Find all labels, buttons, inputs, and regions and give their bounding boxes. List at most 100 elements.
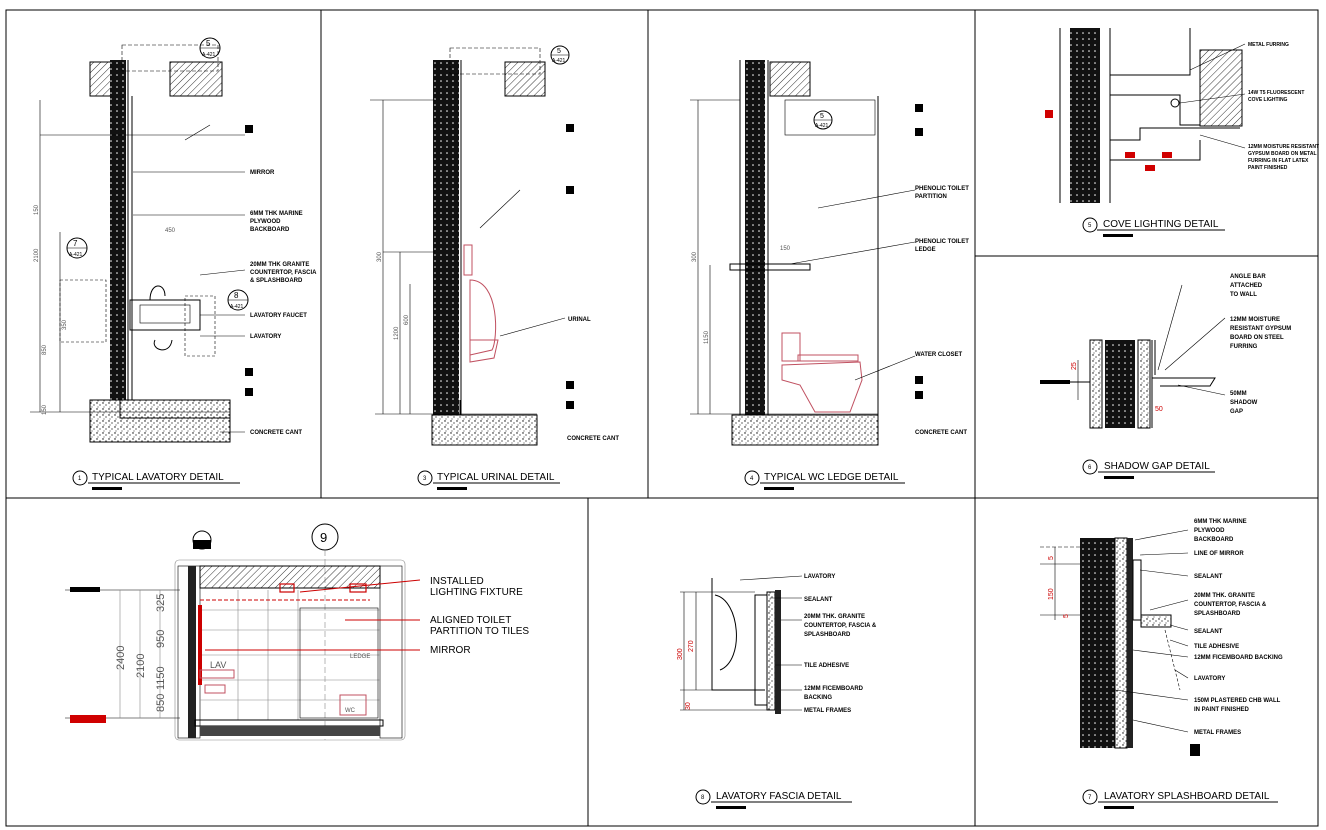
svg-text:SPLASHBOARD: SPLASHBOARD bbox=[1194, 611, 1241, 617]
svg-text:MIRROR: MIRROR bbox=[430, 645, 471, 656]
svg-text:350: 350 bbox=[62, 319, 68, 330]
svg-text:INSTALLED: INSTALLED bbox=[430, 576, 484, 587]
svg-text:2100: 2100 bbox=[34, 248, 40, 262]
svg-text:20MM THK. GRANITE: 20MM THK. GRANITE bbox=[1194, 593, 1255, 599]
detail-title-7: LAVATORY SPLASHBOARD DETAIL bbox=[1104, 791, 1270, 802]
svg-text:150: 150 bbox=[780, 246, 791, 252]
svg-text:12MM FICEMBOARD: 12MM FICEMBOARD bbox=[804, 686, 864, 692]
svg-text:LINE OF MIRROR: LINE OF MIRROR bbox=[1194, 551, 1244, 557]
svg-text:METAL FRAMES: METAL FRAMES bbox=[1194, 730, 1241, 736]
svg-text:50MM: 50MM bbox=[1230, 391, 1247, 397]
svg-text:LAVATORY: LAVATORY bbox=[1194, 676, 1225, 682]
detail-bubble-4 bbox=[744, 470, 760, 486]
svg-text:A-421: A-421 bbox=[815, 123, 829, 129]
svg-text:25: 25 bbox=[1071, 362, 1078, 370]
svg-text:WC: WC bbox=[345, 708, 356, 714]
detail-title-1: TYPICAL LAVATORY DETAIL bbox=[92, 472, 224, 483]
svg-text:& SPLASHBOARD: & SPLASHBOARD bbox=[250, 278, 303, 284]
svg-text:300: 300 bbox=[692, 251, 698, 262]
svg-text:5: 5 bbox=[557, 48, 561, 55]
svg-text:PAINT FINISHED: PAINT FINISHED bbox=[1248, 165, 1288, 171]
svg-text:150: 150 bbox=[34, 204, 40, 215]
svg-text:150: 150 bbox=[42, 404, 48, 415]
svg-text:850: 850 bbox=[42, 344, 48, 355]
svg-text:2100: 2100 bbox=[135, 654, 147, 678]
lavatory-splashboard-detail: 6MM THK MARINE PLYWOOD BACKBOARD LINE OF… bbox=[1040, 519, 1283, 809]
svg-text:ANGLE BAR: ANGLE BAR bbox=[1230, 274, 1266, 280]
svg-text:COVE LIGHTING: COVE LIGHTING bbox=[1248, 97, 1288, 103]
svg-text:PLYWOOD: PLYWOOD bbox=[1194, 528, 1225, 534]
detail-bubble-6 bbox=[1082, 459, 1098, 475]
svg-text:CONCRETE CANT: CONCRETE CANT bbox=[250, 430, 302, 436]
svg-text:150: 150 bbox=[1048, 588, 1055, 600]
svg-text:270: 270 bbox=[688, 640, 695, 652]
svg-text:PARTITION TO TILES: PARTITION TO TILES bbox=[430, 626, 529, 637]
svg-text:PHENOLIC TOILET: PHENOLIC TOILET bbox=[915, 239, 969, 245]
detail-bubble-1 bbox=[72, 470, 88, 486]
lavatory-fascia-detail: LAVATORY SEALANT 20MM THK. GRANITE COUNT… bbox=[677, 574, 877, 809]
svg-text:SHADOW: SHADOW bbox=[1230, 400, 1258, 406]
svg-text:12MM MOISTURE RESISTANT: 12MM MOISTURE RESISTANT bbox=[1248, 144, 1319, 150]
svg-text:SEALANT: SEALANT bbox=[1194, 629, 1223, 635]
svg-text:6MM THK MARINE: 6MM THK MARINE bbox=[250, 211, 303, 217]
wall-tiles bbox=[200, 590, 380, 720]
shadow-gap-detail: ANGLE BAR ATTACHED TO WALL 12MM MOISTURE… bbox=[1040, 274, 1291, 479]
svg-text:TILE ADHESIVE: TILE ADHESIVE bbox=[804, 663, 849, 669]
detail-title-6: SHADOW GAP DETAIL bbox=[1104, 461, 1210, 472]
svg-text:5: 5 bbox=[1063, 614, 1070, 618]
svg-text:CONCRETE CANT: CONCRETE CANT bbox=[567, 436, 619, 442]
wc-ledge-detail: 5 A-421 PHENOLIC TOILET PARTITION PHENOL… bbox=[690, 60, 969, 490]
svg-text:BACKBOARD: BACKBOARD bbox=[1194, 537, 1234, 543]
svg-text:5: 5 bbox=[206, 39, 211, 48]
svg-text:A-421: A-421 bbox=[202, 52, 216, 58]
svg-text:METAL FRAMES: METAL FRAMES bbox=[804, 708, 851, 714]
svg-text:CONCRETE CANT: CONCRETE CANT bbox=[915, 430, 967, 436]
svg-text:COUNTERTOP, FASCIA: COUNTERTOP, FASCIA bbox=[250, 270, 317, 276]
svg-text:SPLASHBOARD: SPLASHBOARD bbox=[804, 632, 851, 638]
svg-text:5: 5 bbox=[1088, 223, 1092, 229]
svg-text:SEALANT: SEALANT bbox=[1194, 574, 1223, 580]
svg-text:ALIGNED TOILET: ALIGNED TOILET bbox=[430, 615, 511, 626]
svg-text:6: 6 bbox=[1088, 465, 1092, 471]
svg-text:METAL FURRING: METAL FURRING bbox=[1248, 42, 1289, 48]
svg-text:A-421: A-421 bbox=[552, 58, 566, 64]
svg-text:GYPSUM BOARD ON METAL: GYPSUM BOARD ON METAL bbox=[1248, 151, 1317, 157]
svg-text:URINAL: URINAL bbox=[568, 317, 591, 323]
detail-bubble-8 bbox=[695, 789, 711, 805]
detail-title-4: TYPICAL WC LEDGE DETAIL bbox=[764, 472, 899, 483]
svg-text:PLYWOOD: PLYWOOD bbox=[250, 219, 281, 225]
water-closet-fixture bbox=[781, 332, 863, 413]
svg-text:450: 450 bbox=[165, 228, 176, 234]
svg-text:300: 300 bbox=[377, 251, 383, 262]
svg-text:SEALANT: SEALANT bbox=[804, 597, 833, 603]
urinal-detail: 5 A-421 URINAL CONCRETE CANT 300 600 120… bbox=[370, 45, 619, 490]
svg-text:12MM MOISTURE: 12MM MOISTURE bbox=[1230, 317, 1280, 323]
svg-text:LEDGE: LEDGE bbox=[915, 247, 936, 253]
svg-text:300: 300 bbox=[677, 648, 684, 660]
svg-text:5: 5 bbox=[1048, 556, 1055, 560]
svg-text:A-421: A-421 bbox=[230, 304, 244, 310]
svg-text:2400: 2400 bbox=[115, 646, 127, 670]
svg-text:7: 7 bbox=[1088, 795, 1092, 801]
svg-text:3: 3 bbox=[423, 476, 427, 482]
svg-text:FURRING IN FLAT LATEX: FURRING IN FLAT LATEX bbox=[1248, 158, 1309, 164]
svg-text:20MM THK. GRANITE: 20MM THK. GRANITE bbox=[804, 614, 865, 620]
svg-text:IN PAINT FINISHED: IN PAINT FINISHED bbox=[1194, 707, 1250, 713]
svg-text:LEDGE: LEDGE bbox=[350, 654, 370, 660]
svg-text:MIRROR: MIRROR bbox=[250, 170, 275, 176]
svg-text:RESISTANT GYPSUM: RESISTANT GYPSUM bbox=[1230, 326, 1291, 332]
detail-bubble-7 bbox=[1082, 789, 1098, 805]
svg-text:PHENOLIC TOILET: PHENOLIC TOILET bbox=[915, 186, 969, 192]
urinal-fixture bbox=[463, 244, 499, 363]
svg-text:8: 8 bbox=[234, 291, 239, 300]
panel-frames bbox=[5, 9, 1319, 827]
svg-text:PARTITION: PARTITION bbox=[915, 194, 947, 200]
svg-text:14W T5 FLUORESCENT: 14W T5 FLUORESCENT bbox=[1248, 90, 1304, 96]
svg-text:BACKBOARD: BACKBOARD bbox=[250, 227, 290, 233]
svg-text:LAVATORY: LAVATORY bbox=[804, 574, 835, 580]
svg-text:COUNTERTOP, FASCIA &: COUNTERTOP, FASCIA & bbox=[804, 623, 877, 629]
svg-text:LIGHTING FIXTURE: LIGHTING FIXTURE bbox=[430, 587, 523, 598]
svg-text:ATTACHED: ATTACHED bbox=[1230, 283, 1263, 289]
svg-text:LAV: LAV bbox=[210, 660, 226, 670]
